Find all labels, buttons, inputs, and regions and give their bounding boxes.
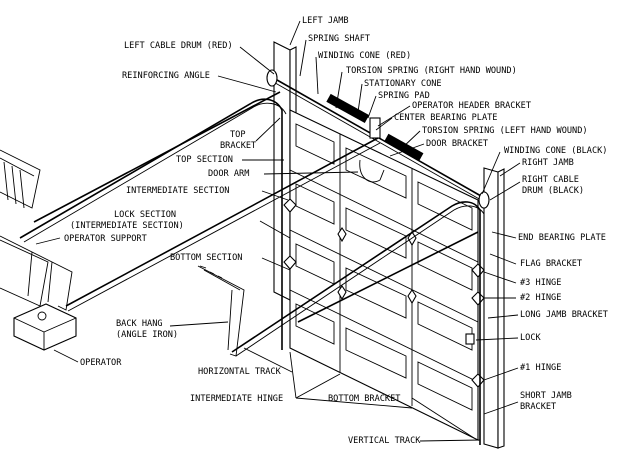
label-end-bearing-plate: END BEARING PLATE <box>518 233 606 243</box>
angle-iron-truss-upper <box>0 149 49 307</box>
label-intermediate-hinge: INTERMEDIATE HINGE <box>190 394 283 404</box>
label-right-cable-drum-line1: RIGHT CABLE <box>522 175 579 185</box>
label-lock-section-line2: (INTERMEDIATE SECTION) <box>70 221 184 231</box>
label-short-jamb-bracket-line2: BRACKET <box>520 402 556 412</box>
operator-support <box>0 235 73 311</box>
label-lock: LOCK <box>520 333 542 343</box>
label-lock-section-line1: LOCK SECTION <box>114 210 176 220</box>
door-panel <box>283 109 485 441</box>
label-door-arm: DOOR ARM <box>208 169 249 179</box>
operator-rail <box>65 137 381 312</box>
label-flag-bracket: FLAG BRACKET <box>520 259 582 269</box>
label-left-cable-drum: LEFT CABLE DRUM (RED) <box>124 41 233 51</box>
label-vertical-track: VERTICAL TRACK <box>348 436 421 446</box>
leader-lines <box>35 20 521 442</box>
right-cable-drum <box>478 191 490 209</box>
reinforcing-angle <box>33 91 281 223</box>
label-top-section: TOP SECTION <box>176 155 233 165</box>
label-bottom-section: BOTTOM SECTION <box>170 253 242 263</box>
door-arm <box>359 159 385 183</box>
label-operator-support: OPERATOR SUPPORT <box>64 234 147 244</box>
label-long-jamb-bracket: LONG JAMB BRACKET <box>520 310 608 320</box>
label-hinge-3: #3 HINGE <box>520 278 561 288</box>
label-horizontal-track: HORIZONTAL TRACK <box>198 367 282 377</box>
label-operator: OPERATOR <box>80 358 122 368</box>
back-hang <box>197 265 245 357</box>
label-bottom-bracket: BOTTOM BRACKET <box>328 394 400 404</box>
door-drawing <box>0 41 505 449</box>
label-center-bearing-plate: CENTER BEARING PLATE <box>394 113 497 123</box>
label-spring-shaft: SPRING SHAFT <box>308 34 370 44</box>
label-top-bracket-line1: TOP <box>230 130 246 140</box>
label-door-bracket: DOOR BRACKET <box>426 139 488 149</box>
label-back-hang-line2: (ANGLE IRON) <box>116 330 178 340</box>
torsion-spring-left <box>384 133 424 162</box>
label-back-hang-line1: BACK HANG <box>116 319 163 329</box>
label-spring-pad: SPRING PAD <box>378 91 430 101</box>
torsion-spring-right <box>326 93 370 124</box>
right-jamb <box>483 167 505 449</box>
operator-unit <box>13 303 77 351</box>
label-operator-header-bracket: OPERATOR HEADER BRACKET <box>412 101 531 111</box>
lock <box>465 333 475 345</box>
left-cable-drum <box>266 69 278 87</box>
label-right-cable-drum-line2: DRUM (BLACK) <box>522 186 584 196</box>
horizontal-track-right <box>231 201 485 357</box>
labels: LEFT JAMB LEFT CABLE DRUM (RED) SPRING S… <box>64 16 608 446</box>
label-hinge-1: #1 HINGE <box>520 363 561 373</box>
label-winding-cone-black: WINDING CONE (BLACK) <box>504 146 607 156</box>
label-short-jamb-bracket-line1: SHORT JAMB <box>520 391 572 401</box>
label-intermediate-section: INTERMEDIATE SECTION <box>126 186 229 196</box>
label-winding-cone-red: WINDING CONE (RED) <box>318 51 411 61</box>
label-top-bracket-line2: BRACKET <box>220 141 256 151</box>
label-right-jamb: RIGHT JAMB <box>522 158 574 168</box>
label-hinge-2: #2 HINGE <box>520 293 561 303</box>
label-left-jamb: LEFT JAMB <box>302 16 349 26</box>
center-bearing-plate <box>369 117 381 139</box>
label-stationary-cone: STATIONARY CONE <box>364 79 442 89</box>
label-torsion-spring-right: TORSION SPRING (RIGHT HAND WOUND) <box>346 66 517 76</box>
label-torsion-spring-left: TORSION SPRING (LEFT HAND WOUND) <box>422 126 588 136</box>
label-reinforcing-angle: REINFORCING ANGLE <box>122 71 210 81</box>
